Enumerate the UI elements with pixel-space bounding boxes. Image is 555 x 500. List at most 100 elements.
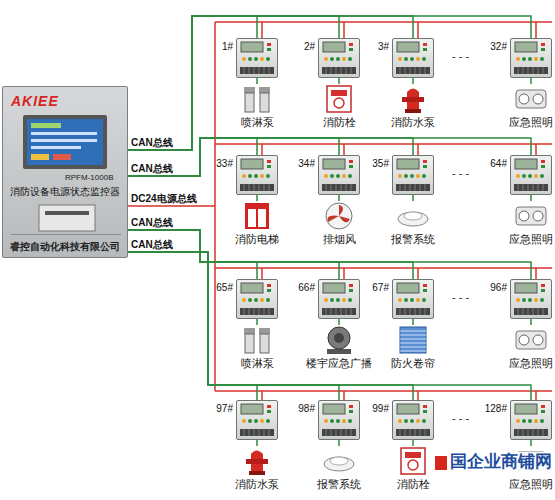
device-label: 消防栓 <box>323 116 356 129</box>
elevator-icon-part <box>248 209 256 227</box>
module-panel-art-part <box>336 57 340 61</box>
module-panel-art-part <box>541 165 545 168</box>
module-panel-art-part <box>330 57 334 61</box>
can-bus-wire <box>128 16 413 150</box>
module-panel-art <box>511 156 551 194</box>
module-panel-art-part <box>248 57 252 61</box>
module-panel-art-part <box>410 174 414 178</box>
module-panel-art-part <box>349 289 353 292</box>
module-panel-art-part <box>397 42 419 52</box>
module-panel-art-part <box>416 298 420 302</box>
can-bus-wire <box>128 230 531 279</box>
module-number: 96# <box>490 282 507 294</box>
monitor-module: 34# <box>318 155 360 195</box>
fan-icon-part <box>327 205 350 222</box>
module-panel-art-part <box>254 298 258 302</box>
ellipsis-mark: - - - <box>452 50 469 63</box>
fire-device: 喷淋泵 <box>222 325 292 371</box>
device-label: 消防电梯 <box>235 233 279 246</box>
module-panel-art-part <box>266 298 270 302</box>
shutter-icon-part <box>400 331 426 351</box>
module-panel-art-part <box>528 57 532 61</box>
module-panel-art <box>511 39 551 77</box>
module-panel-art-part <box>528 174 532 178</box>
watermark: 国企业商铺网 <box>449 452 553 472</box>
monitor-module: 66# <box>318 279 360 319</box>
hydrant-icon-part <box>331 90 347 96</box>
module-number: 67# <box>372 282 389 294</box>
module-panel-art-part <box>323 42 345 52</box>
fire-device: 报警系统 <box>378 201 448 247</box>
model-number: RPFM-1000B <box>65 173 113 182</box>
monitor-module: 3# <box>392 38 434 78</box>
fire-device: 消防水泵 <box>378 84 448 130</box>
device-label: 应急照明 <box>509 478 553 491</box>
module-panel-art <box>393 39 433 77</box>
module-panel-art-part <box>241 159 263 169</box>
module-number: 33# <box>216 158 233 170</box>
can-bus-wire <box>412 78 414 84</box>
module-panel-art-part <box>336 298 340 302</box>
module-number: 35# <box>372 158 389 170</box>
monitor-module: 97# <box>236 400 278 440</box>
module-panel-art-part <box>248 174 252 178</box>
module-panel-art-part <box>541 160 545 163</box>
module-panel-art-part <box>416 419 420 423</box>
module-panel-art-part <box>396 184 430 191</box>
module-panel-art-part <box>323 159 345 169</box>
module-panel-art-part <box>348 57 352 61</box>
sprinkler-icon <box>237 84 277 114</box>
shutter-icon-part <box>400 327 426 353</box>
module-panel-art-part <box>322 429 356 436</box>
pump-icon-part <box>405 109 421 113</box>
can-bus-wire <box>256 440 258 446</box>
device-label: 喷淋泵 <box>241 116 274 129</box>
module-panel-art-part <box>400 308 425 315</box>
module-panel-art-part <box>540 174 544 178</box>
sprinkler-icon <box>237 325 277 355</box>
controller-panel-art-part <box>53 154 71 160</box>
module-panel-art-part <box>254 419 258 423</box>
module-panel-art-part <box>528 419 532 423</box>
shutter-icon <box>393 325 433 355</box>
sprinkler-icon-part <box>245 334 254 353</box>
module-panel-art-part <box>423 289 427 292</box>
module-panel-art-part <box>541 289 545 292</box>
hydrant-icon-part <box>405 452 421 458</box>
module-panel-art-part <box>242 174 246 178</box>
module-panel-art-part <box>330 174 334 178</box>
module-panel-art-part <box>330 419 334 423</box>
controller-panel-art-part <box>27 119 103 165</box>
module-number: 99# <box>372 403 389 415</box>
module-panel-art-part <box>326 184 351 191</box>
light-icon <box>511 84 551 114</box>
bus-label: DC24电源总线 <box>131 193 197 205</box>
ellipsis-mark: - - - <box>452 167 469 180</box>
detector-icon-part <box>330 457 348 465</box>
module-number: 128# <box>485 403 507 415</box>
module-panel-art-part <box>518 184 543 191</box>
module-panel-art-part <box>348 174 352 178</box>
module-panel-art-part <box>240 67 274 74</box>
module-panel-art-part <box>267 43 271 46</box>
module-panel-art-part <box>396 308 430 315</box>
can-bus-wire <box>338 78 340 84</box>
module-panel-art-part <box>398 419 402 423</box>
sprinkler-icon-part <box>259 328 270 334</box>
monitor-module: 64# <box>510 155 552 195</box>
module-panel-art-part <box>404 298 408 302</box>
module-panel-art-part <box>541 410 545 413</box>
module-panel-art-part <box>267 160 271 163</box>
module-panel-art <box>393 401 433 439</box>
light-icon-part <box>519 94 529 104</box>
can-bus-wire <box>338 195 340 201</box>
controller-panel-art-part <box>11 234 121 235</box>
controller-panel-art-part <box>23 115 107 169</box>
module-panel-art-part <box>267 284 271 287</box>
monitor-module: 67# <box>392 279 434 319</box>
module-panel-art-part <box>244 67 269 74</box>
module-panel-art-part <box>349 43 353 46</box>
module-panel-art-part <box>422 174 426 178</box>
module-panel-art-part <box>260 419 264 423</box>
module-panel-art-part <box>248 419 252 423</box>
